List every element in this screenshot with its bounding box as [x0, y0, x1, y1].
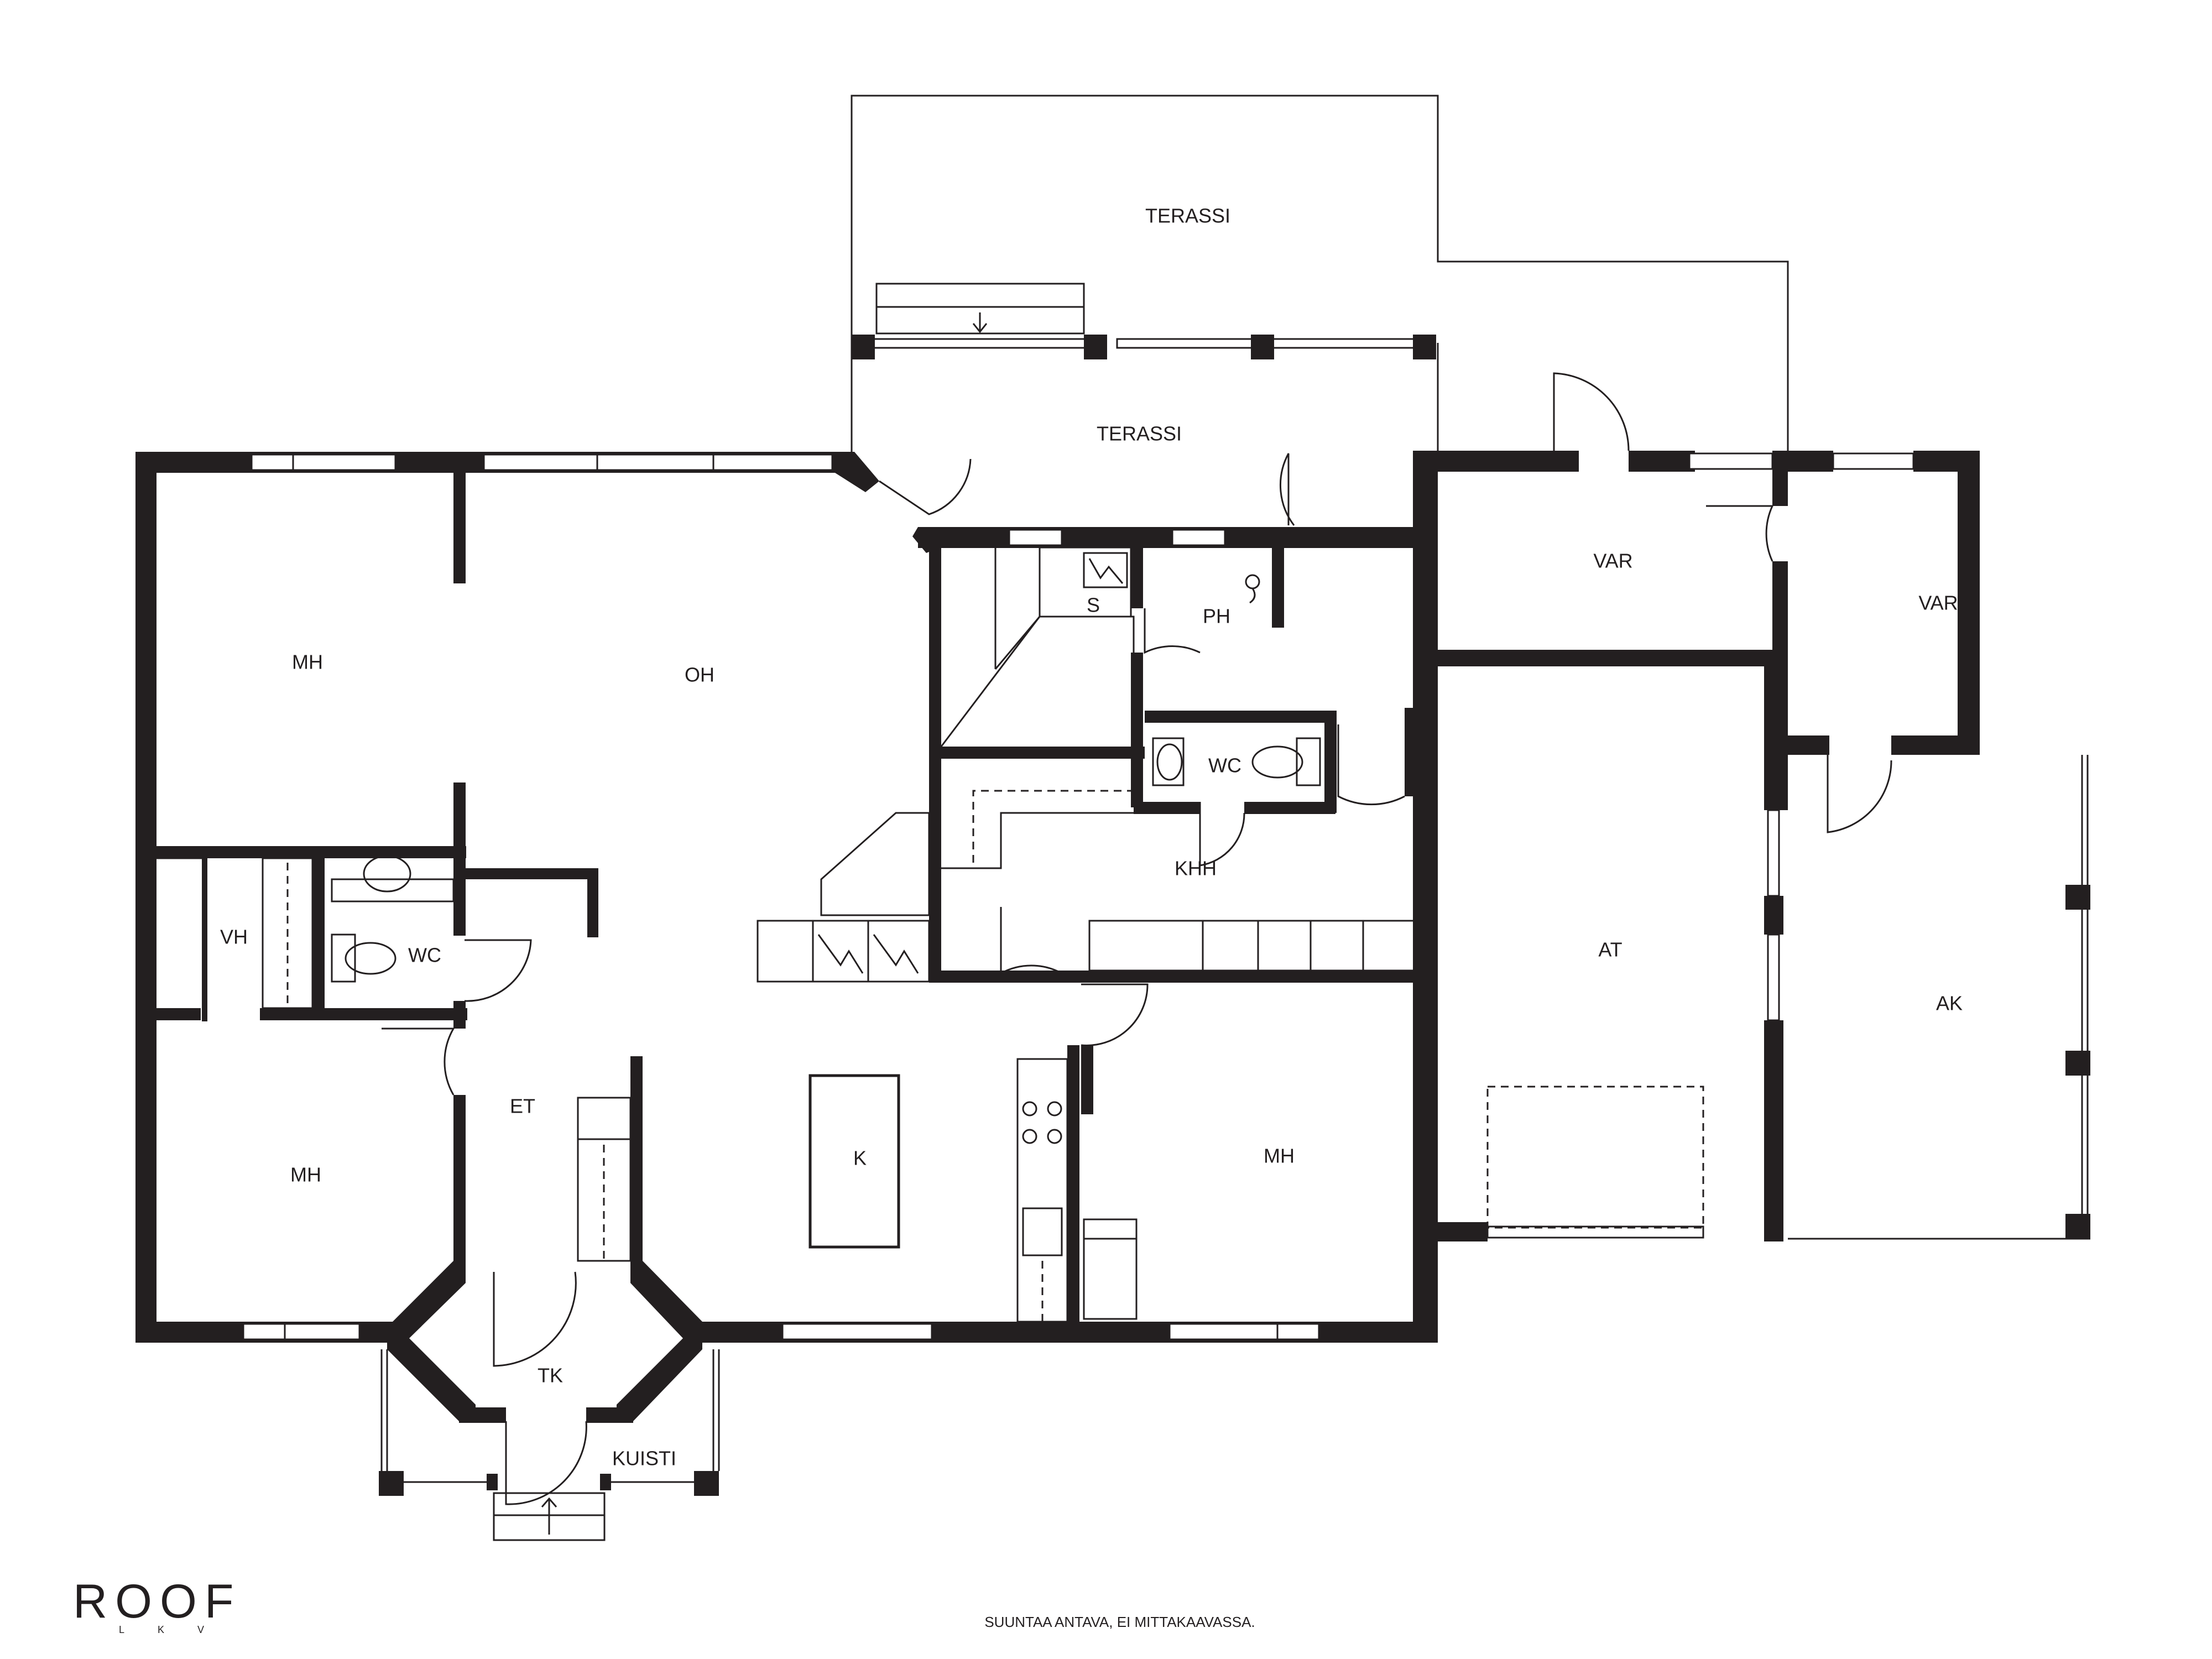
- interior-walls: [156, 473, 1416, 1322]
- label-terassi-upper: TERASSI: [1145, 205, 1230, 227]
- label-terassi-lower: TERASSI: [1097, 422, 1182, 445]
- label-ph: PH: [1203, 605, 1230, 628]
- label-mh-top-left: MH: [292, 651, 323, 674]
- logo-main: ROOF: [73, 1575, 241, 1628]
- roof-logo: ROOF LKV: [73, 1575, 241, 1635]
- label-et: ET: [510, 1095, 535, 1118]
- label-vh: VH: [220, 926, 248, 948]
- label-var-left: VAR: [1593, 550, 1632, 572]
- label-wc-lower: WC: [408, 944, 441, 967]
- outbuilding-walls: [1413, 451, 2090, 1241]
- room-labels: TERASSI TERASSI MH OH S PH VAR VAR WC KH…: [220, 205, 1963, 1470]
- label-mh-right: MH: [1264, 1145, 1295, 1167]
- label-mh-bottom-left: MH: [290, 1164, 321, 1186]
- fixtures: [156, 546, 1417, 1323]
- label-wc-upper: WC: [1208, 754, 1241, 777]
- label-oh: OH: [685, 664, 714, 686]
- entry-porch: [379, 1261, 720, 1541]
- label-kuisti: KUISTI: [612, 1447, 676, 1470]
- label-khh: KHH: [1175, 857, 1217, 880]
- label-at: AT: [1598, 938, 1622, 961]
- label-tk: TK: [538, 1364, 563, 1387]
- label-ak: AK: [1936, 992, 1963, 1015]
- terrace-outline: [851, 95, 1789, 459]
- exterior-walls: [135, 452, 1438, 1343]
- logo-sub: LKV: [119, 1624, 237, 1635]
- footer-note: SUUNTAA ANTAVA, EI MITTAKAAVASSA.: [984, 1614, 1255, 1630]
- windows: [242, 453, 1320, 1340]
- label-k: K: [853, 1147, 867, 1170]
- label-var-right: VAR: [1918, 592, 1958, 614]
- doors: [382, 372, 1892, 1505]
- label-s: S: [1087, 594, 1100, 617]
- terrace-posts: [852, 335, 1436, 359]
